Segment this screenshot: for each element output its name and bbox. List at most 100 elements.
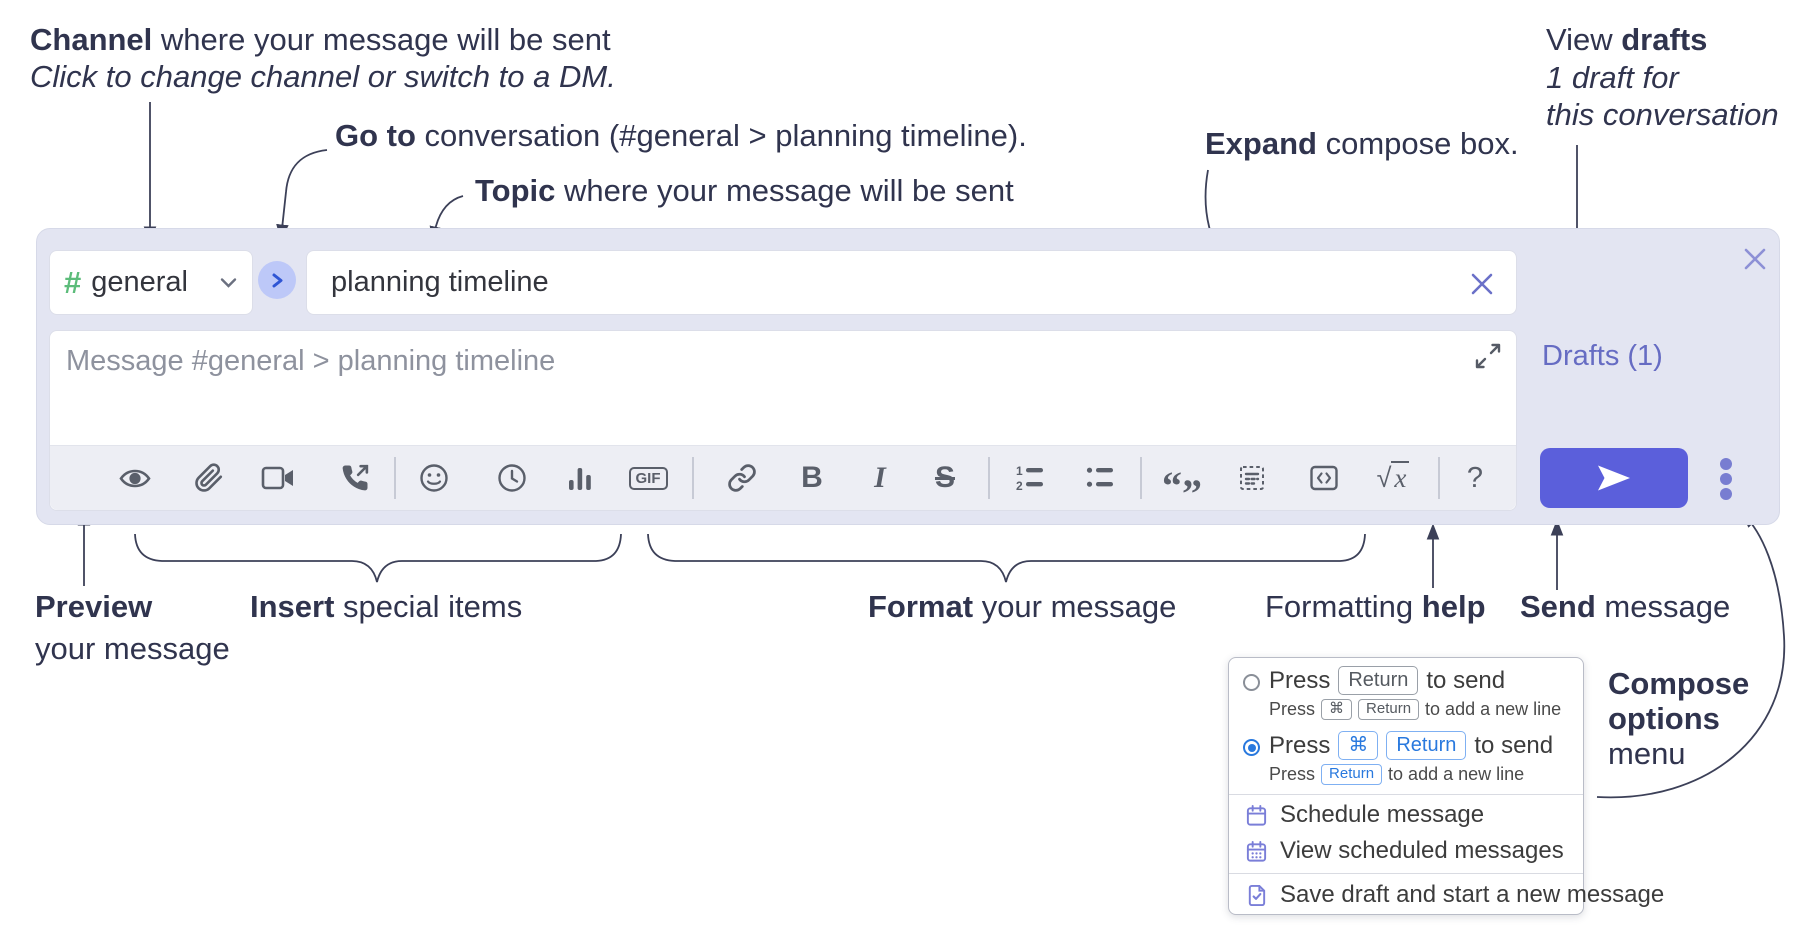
paperclip-icon [195,463,223,492]
key-return: Return [1386,731,1467,760]
chevron-right-icon [272,273,282,287]
toolbar-divider [394,457,396,499]
code-icon [1310,465,1338,491]
bar-chart-icon [569,468,591,490]
spoiler-icon [1240,466,1264,490]
toolbar-divider [1438,457,1440,499]
latex-icon: √x [1377,460,1410,494]
annotation-send: Send message [1520,589,1731,624]
document-check-icon [1248,884,1266,906]
annotation-compose-options-2: options [1608,701,1720,736]
gif-button[interactable]: GIF [618,454,678,502]
numbered-list-icon: 1 2 [1016,464,1043,492]
ol-number-2: 2 [1016,479,1023,492]
gif-icon: GIF [628,466,668,490]
italic-button[interactable]: I [856,454,904,502]
toolbar-divider [692,457,694,499]
annotation-formatting-help: Formatting help [1265,589,1486,624]
annotation-preview: Preview [35,589,153,624]
smiley-icon [420,464,448,492]
annotation-drafts-sub1: 1 draft for [1546,60,1679,95]
key-return: Return [1338,666,1419,695]
annotation-format: Format your message [868,589,1177,624]
annotation-drafts-sub2: this conversation [1546,97,1779,132]
channel-hash-icon: # [64,265,82,300]
channel-name: general [91,266,188,298]
numbered-list-button[interactable]: 1 2 [1006,454,1054,502]
clock-icon [498,464,526,492]
link-button[interactable] [718,454,766,502]
radio-return-to-send[interactable] [1243,674,1260,691]
bulleted-list-button[interactable] [1076,454,1124,502]
math-button[interactable]: √x [1366,454,1420,502]
close-compose-button[interactable] [1740,244,1770,274]
send-icon [1598,465,1630,491]
annotation-channel: Channel where your message will be sent [30,22,611,57]
annotation-goto: Go to conversation (#general > planning … [335,118,1027,153]
annotation-compose-options-3: menu [1608,736,1686,771]
formatting-help-button[interactable]: ? [1451,454,1499,502]
calendar-dots-icon [1246,840,1267,862]
bold-button[interactable]: B [788,454,836,502]
audio-call-button[interactable] [331,454,379,502]
menu-item-schedule-message[interactable]: Schedule message [1245,801,1484,829]
quote-button[interactable]: “ ” [1158,454,1206,514]
annotation-preview-sub: your message [35,631,230,666]
code-button[interactable] [1300,454,1348,502]
bulleted-list-icon [1086,467,1113,487]
link-icon [728,464,756,492]
key-cmd: ⌘ [1321,699,1353,720]
ellipsis-dot [1720,473,1732,485]
send-button[interactable] [1540,448,1688,508]
expand-compose-button[interactable] [1474,341,1504,371]
clear-topic-button[interactable] [1469,270,1497,298]
channel-selector[interactable]: # general [49,250,253,315]
key-return: Return [1321,764,1383,785]
close-icon [1471,273,1493,295]
spoiler-button[interactable] [1228,454,1276,502]
annotation-insert: Insert special items [250,589,523,624]
message-area: GIF B I S [49,330,1517,514]
menu-item-save-draft[interactable]: Save draft and start a new message [1245,881,1664,909]
question-mark-icon: ? [1466,461,1484,494]
strikethrough-icon: S [934,461,955,494]
eye-icon [119,469,151,487]
annotation-channel-sub: Click to change channel or switch to a D… [30,59,616,94]
attach-file-button[interactable] [185,454,233,502]
italic-icon: I [874,461,886,494]
key-return: Return [1358,699,1420,720]
expand-icon [1475,343,1501,369]
video-call-button[interactable] [254,454,302,502]
menu-divider [1229,873,1583,874]
add-time-button[interactable] [488,454,536,502]
goto-conversation-button[interactable] [258,261,296,299]
menu-item-view-scheduled[interactable]: View scheduled messages [1245,837,1564,865]
key-cmd: ⌘ [1338,731,1379,760]
topic-input[interactable] [307,251,1516,314]
message-input[interactable] [50,331,1516,447]
calendar-icon [1246,804,1267,826]
toolbar-divider [988,457,990,499]
emoji-button[interactable] [410,454,458,502]
compose-options-button[interactable] [1712,458,1740,500]
poll-button[interactable] [556,454,604,502]
strikethrough-button[interactable]: S [921,454,969,502]
preview-button[interactable] [111,454,159,502]
ellipsis-dot [1720,458,1732,470]
close-icon [1744,248,1766,270]
menu-divider [1229,794,1583,795]
drafts-link[interactable]: Drafts (1) [1542,340,1663,372]
bold-icon: B [801,461,823,494]
annotation-expand: Expand compose box. [1205,126,1519,161]
video-camera-icon [261,466,293,490]
radio-cmd-return-to-send[interactable] [1243,739,1260,756]
annotation-topic: Topic where your message will be sent [475,173,1014,208]
phone-call-icon [342,464,369,491]
annotation-compose-options-1: Compose [1608,666,1750,701]
